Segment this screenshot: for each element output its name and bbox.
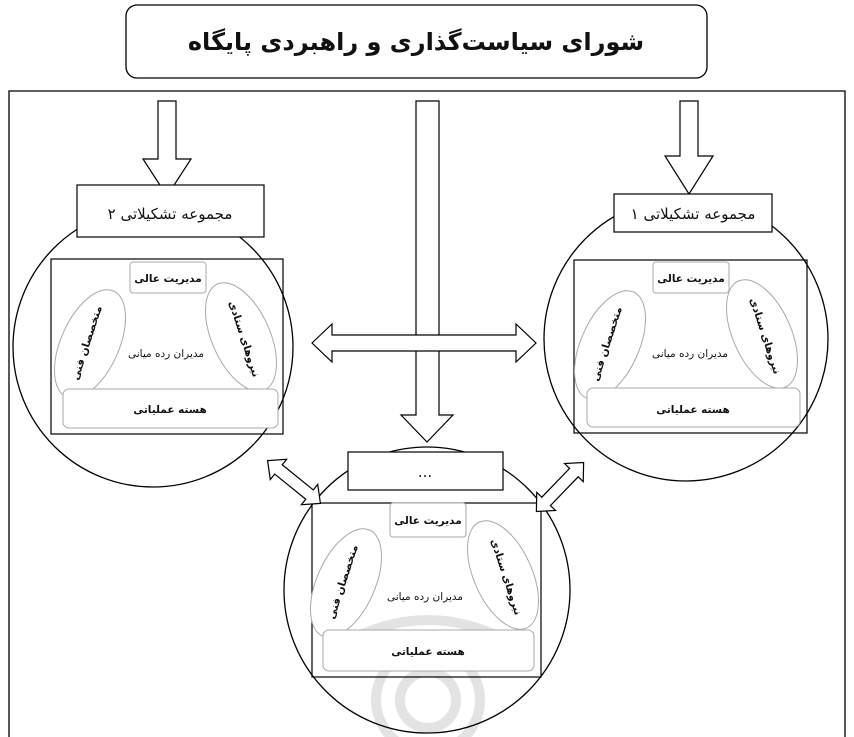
unit-1: مجموعه تشکیلاتی ۱ مدیریت عالی متخصصان فن… — [543, 193, 829, 482]
council-title-box — [125, 4, 708, 79]
unit-1-header: مجموعه تشکیلاتی ۱ — [631, 205, 756, 223]
unit-3-technical-ellipse — [310, 528, 382, 638]
unit-2-middle-managers: مدیران رده میانی — [128, 348, 204, 360]
down-arrow-center — [399, 100, 455, 443]
unit-3-header: ... — [418, 463, 432, 481]
unit-2-frame — [50, 258, 284, 435]
unit-2-top-management-box — [129, 261, 207, 294]
unit-3-circle — [283, 446, 571, 734]
unit-2-header-box — [76, 184, 265, 238]
unit-2-core-box — [62, 388, 279, 429]
unit-3-top-management: مدیریت عالی — [394, 515, 461, 527]
unit-1-core-box — [586, 387, 801, 428]
unit-3-core: هسته عملیاتی — [391, 646, 465, 658]
unit-2-core: هسته عملیاتی — [133, 404, 207, 416]
council-title: شورای سیاست‌گذاری و راهبردی پایگاه — [188, 28, 644, 56]
unit-1-top-management-box — [652, 261, 730, 294]
unit-2-header: مجموعه تشکیلاتی ۲ — [108, 205, 233, 223]
unit-1-top-management: مدیریت عالی — [657, 273, 724, 285]
unit-3-top-management-box — [389, 502, 467, 538]
unit-1-frame — [573, 259, 808, 434]
unit-3-core-box — [322, 629, 535, 672]
unit-3-middle-managers: مدیران رده میانی — [387, 591, 463, 603]
outer-frame — [8, 90, 846, 737]
down-arrow-right — [663, 100, 715, 196]
unit-2: مجموعه تشکیلاتی ۲ مدیریت عالی متخصصان فن… — [12, 184, 294, 488]
unit-1-staff-ellipse — [726, 279, 798, 389]
unit-3-staff-ellipse — [467, 520, 539, 630]
unit-3: ... مدیریت عالی متخصصان فنی نیروهای ستاد… — [283, 446, 571, 734]
unit-1-middle-managers: مدیران رده میانی — [652, 348, 728, 360]
double-arrow-diagonal-left — [266, 458, 322, 506]
unit-2-top-management: مدیریت عالی — [134, 273, 201, 285]
double-arrow-diagonal-right — [535, 461, 585, 513]
down-arrow-left — [141, 100, 193, 198]
unit-1-header-box — [613, 193, 773, 233]
unit-1-core: هسته عملیاتی — [656, 404, 730, 416]
unit-3-header-box — [347, 451, 504, 491]
double-arrow-horizontal — [311, 322, 537, 364]
unit-1-technical-ellipse — [574, 290, 646, 400]
